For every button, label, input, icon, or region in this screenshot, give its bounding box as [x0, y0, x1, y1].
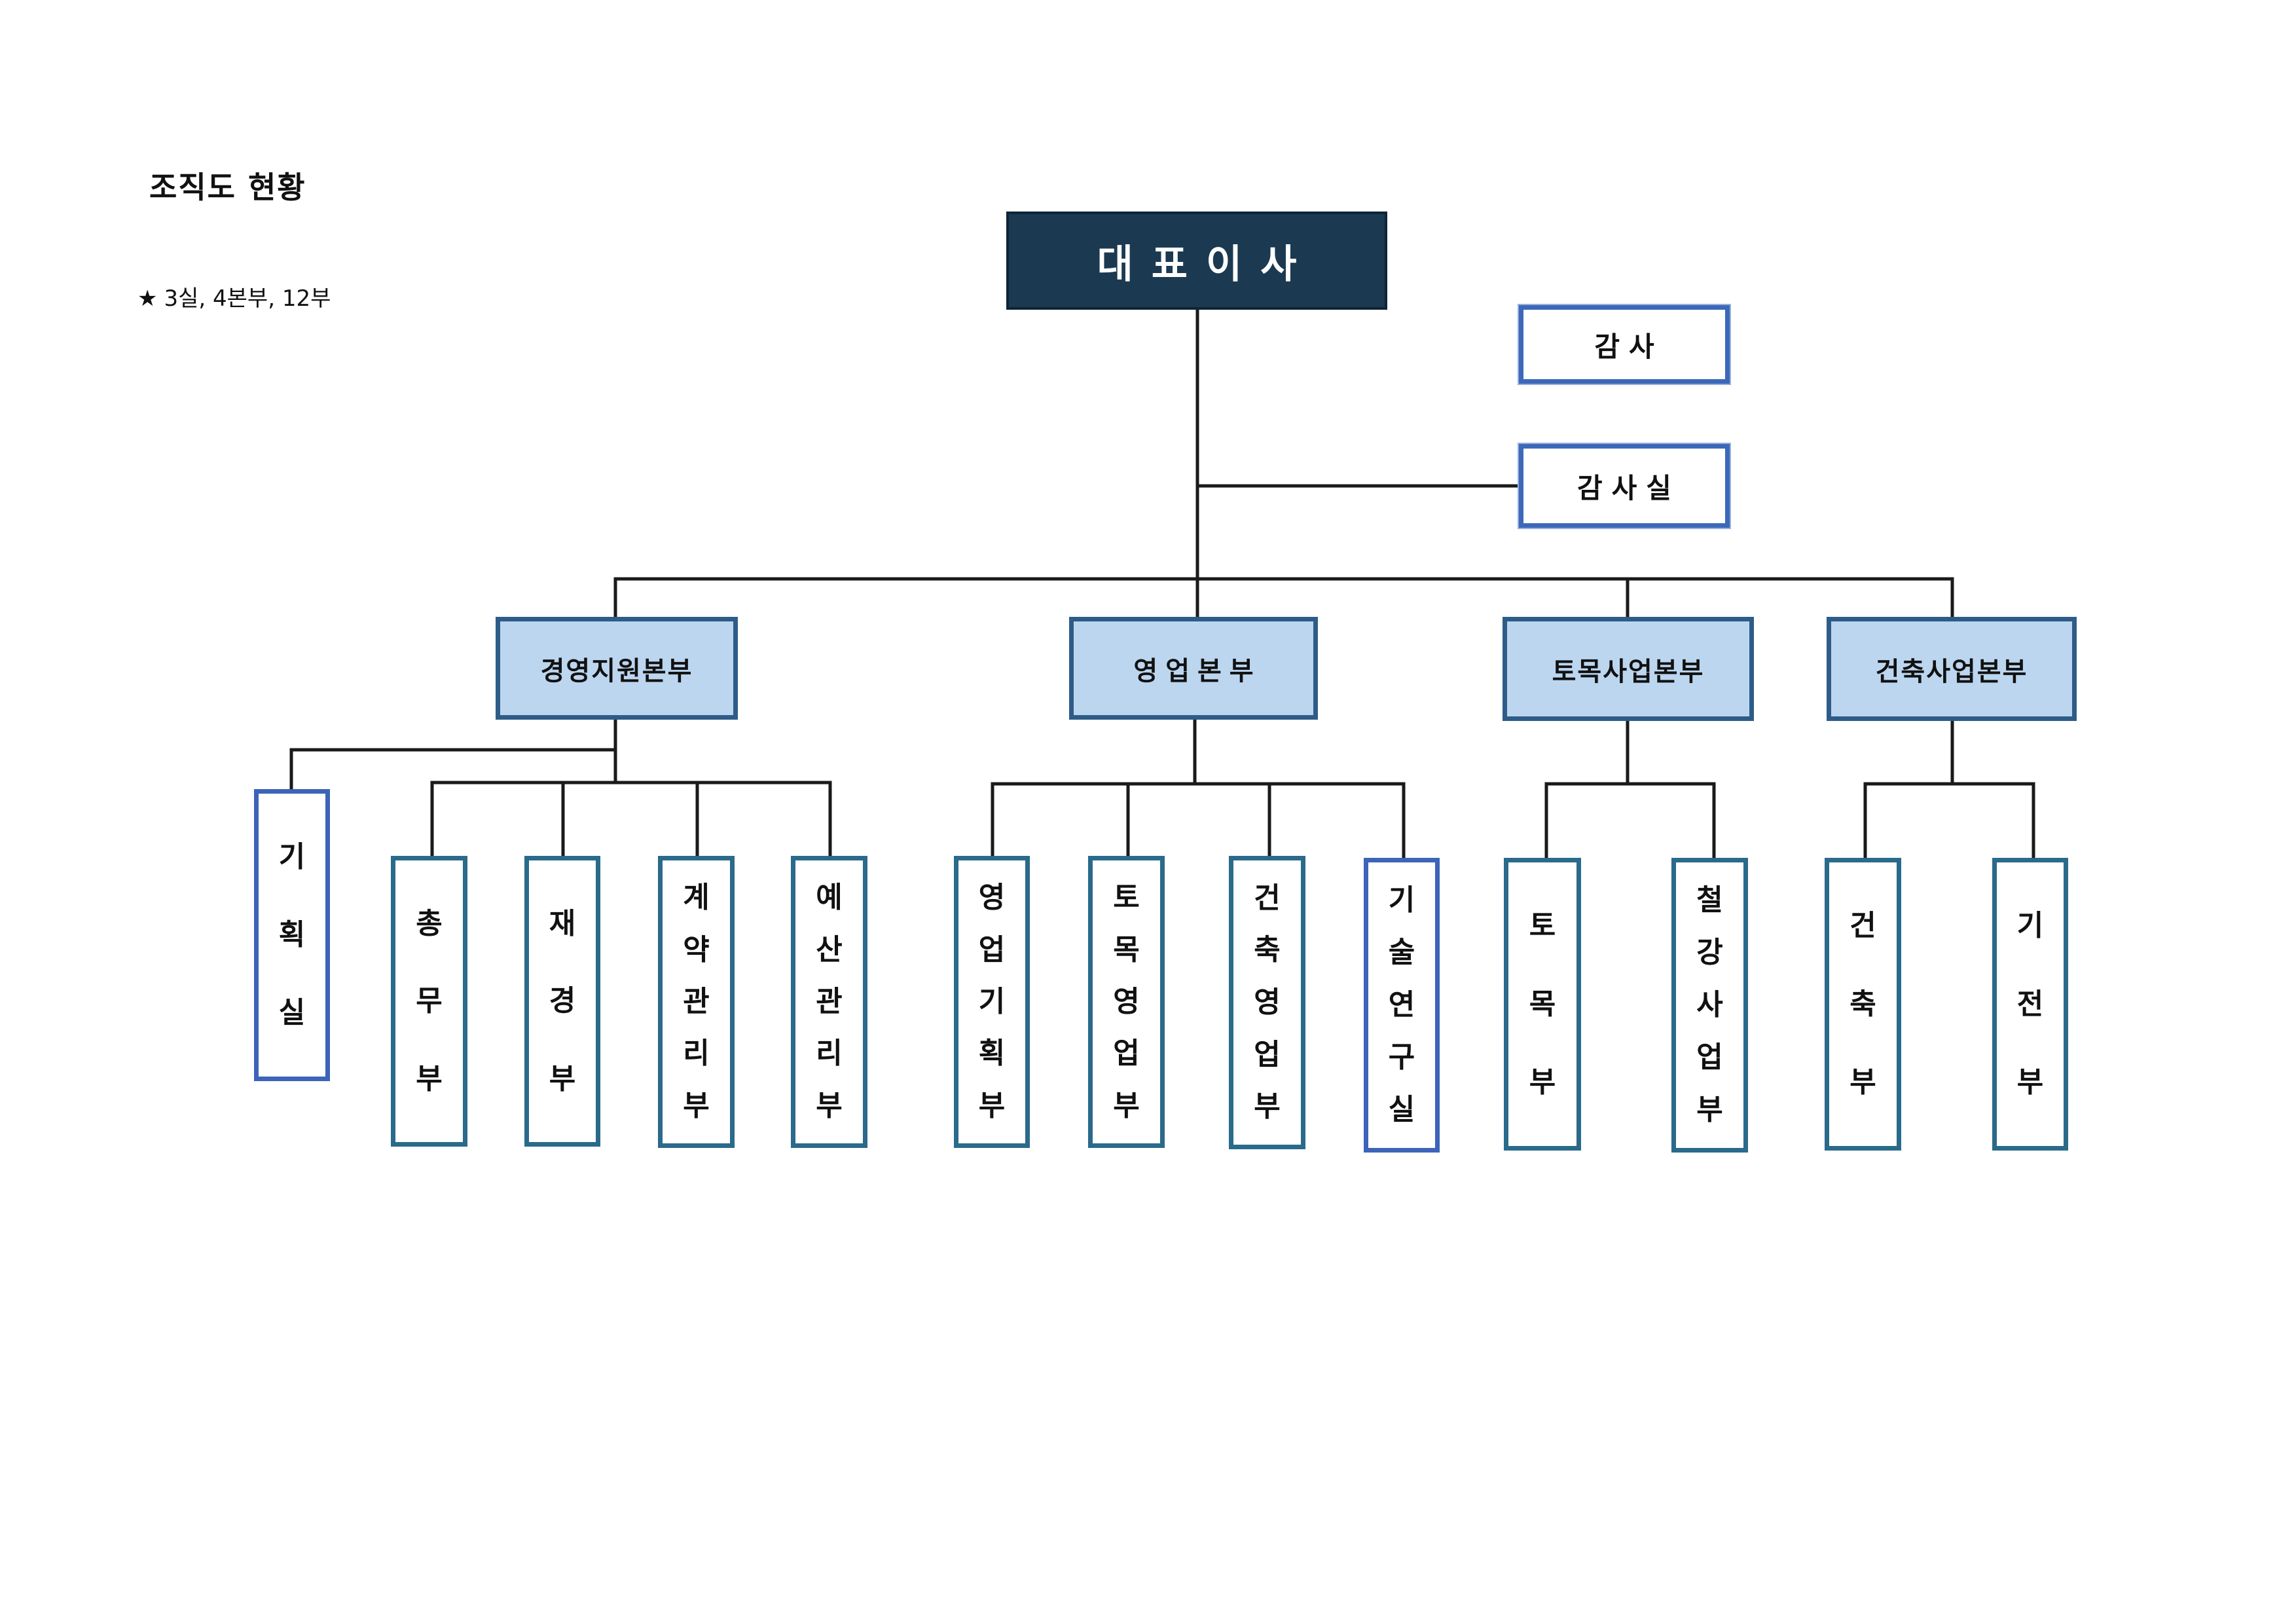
auditor-box: 감사 [1519, 305, 1730, 384]
dept-label-char: 목 [1113, 932, 1140, 967]
dept-label-char: 관 [816, 984, 843, 1018]
dept-label-char: 부 [1113, 1088, 1140, 1122]
dept-label-char: 건 [1850, 909, 1876, 943]
dept-label-char: 경 [549, 984, 576, 1018]
dept-label-char: 부 [1850, 1065, 1876, 1099]
dept-label-char: 기 [2016, 909, 2044, 943]
dept-label-char: 업 [1254, 1037, 1281, 1071]
dept-label-char: 강 [1696, 936, 1723, 969]
hq-management-support: 경영지원본부 [496, 617, 738, 720]
dept-label-char: 전 [2016, 987, 2044, 1021]
ceo-box: 대표이사 [1006, 212, 1387, 310]
hq-sales: 영업본부 [1069, 617, 1318, 720]
dept-label-char: 예 [816, 881, 843, 915]
org-summary-text: 3실, 4본부, 12부 [164, 286, 331, 312]
dept-label-char: 철 [1696, 883, 1723, 917]
dept-label-char: 기 [1388, 883, 1415, 917]
dept-label-char: 영 [978, 881, 1006, 915]
dept-label-char: 건 [1254, 881, 1281, 915]
dept-label-char: 부 [2016, 1065, 2044, 1099]
dept-label-char: 영 [1254, 985, 1281, 1019]
dept-label-char: 토 [1529, 909, 1556, 943]
dept-label-char: 부 [549, 1061, 576, 1096]
dept-label-char: 리 [816, 1037, 843, 1071]
hq-civil-business: 토목사업본부 [1503, 617, 1754, 721]
dept-label-char: 축 [1850, 987, 1876, 1021]
connector-planning-office [289, 748, 617, 791]
dept-label-char: 기 [978, 984, 1006, 1018]
star-icon: ★ [137, 286, 158, 312]
dept-label-char: 업 [1696, 1041, 1723, 1074]
dept-label-char: 사 [1696, 988, 1723, 1022]
dept-label-char: 부 [1254, 1090, 1281, 1124]
dept-label-char: 목 [1529, 987, 1556, 1021]
connector-mgmt-depts [430, 781, 832, 860]
org-summary: ★3실, 4본부, 12부 [137, 280, 331, 312]
dept-label-char: 획 [978, 1037, 1006, 1071]
dept-label-char: 산 [816, 932, 843, 967]
connector-arch-depts [1863, 782, 2035, 862]
dept-label-char: 부 [978, 1088, 1006, 1122]
dept-label-char: 구 [1388, 1041, 1415, 1074]
dept-label-char: 술 [1388, 936, 1415, 969]
dept-label-char: 총 [416, 906, 443, 940]
dept-label-char: 재 [549, 906, 576, 940]
audit-office-box: 감사실 [1519, 444, 1730, 528]
dept-label-char: 무 [416, 984, 443, 1018]
dept-label-char: 실 [278, 996, 306, 1029]
page-title: 조직도 현황 [149, 170, 306, 205]
dept-label-char: 부 [1529, 1065, 1556, 1099]
dept-label-char: 계 [683, 881, 710, 915]
dept-label-char: 연 [1388, 988, 1415, 1022]
connector-sales-depts [991, 782, 1406, 862]
dept-label-char: 축 [1254, 933, 1281, 967]
dept-label-char: 약 [683, 932, 710, 967]
dept-label-char: 부 [683, 1088, 710, 1122]
dept-label-char: 획 [278, 918, 306, 951]
dept-label-char: 부 [416, 1061, 443, 1096]
dept-label-char: 부 [1696, 1093, 1723, 1126]
connector-civil-depts [1544, 782, 1716, 862]
dept-label-char: 영 [1113, 984, 1140, 1018]
dept-label-char: 토 [1113, 881, 1140, 915]
dept-label-char: 실 [1388, 1093, 1415, 1126]
dept-label-char: 관 [683, 984, 710, 1018]
hq-architecture-business: 건축사업본부 [1827, 617, 2077, 721]
dept-label-char: 업 [978, 932, 1006, 967]
dept-label-char: 리 [683, 1037, 710, 1071]
dept-label-char: 부 [816, 1088, 843, 1122]
dept-label-char: 업 [1113, 1037, 1140, 1071]
dept-label-char: 기 [278, 840, 306, 874]
